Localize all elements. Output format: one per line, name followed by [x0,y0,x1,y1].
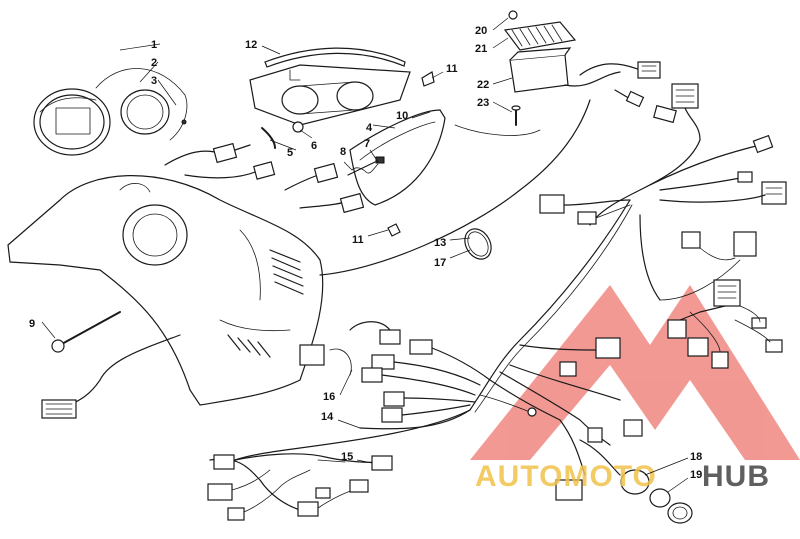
watermark-text-right: HUB [702,460,770,493]
lower-harness [207,453,393,521]
watermark-text-left: AUTOMOTO [475,460,657,493]
hood-cowl [7,175,324,406]
callout-11-top: 11 [446,63,458,75]
clip-part-11 [387,71,435,237]
callout-22: 22 [477,79,489,91]
callout-7: 7 [364,138,370,150]
callout-13: 13 [434,237,446,249]
main-cable [319,99,591,276]
callout-4: 4 [366,122,373,134]
callout-6: 6 [311,140,317,152]
right-connector-cluster [539,61,787,369]
callout-labels: 1 2 3 4 5 6 7 8 9 10 11 11 12 13 14 15 1… [29,17,702,493]
callout-15: 15 [341,451,353,463]
callout-17: 17 [434,257,446,269]
callout-21: 21 [475,43,487,55]
watermark-text: AUTOMOTO HUB [475,460,770,493]
headlight-connectors [164,121,385,214]
callout-19: 19 [690,469,702,481]
bolt-part-9 [51,311,121,353]
grommet-ring [464,228,492,260]
callout-1: 1 [151,39,157,51]
lower-right-parts [555,419,693,524]
callout-8: 8 [340,146,346,158]
callout-3: 3 [151,75,157,87]
center-harness-trunk [234,199,643,461]
headlight-housing [249,64,411,126]
callout-11-bottom: 11 [352,234,364,246]
middle-connectors [299,321,491,423]
gauge-assembly [33,68,188,156]
callout-14: 14 [321,411,334,423]
callout-23: 23 [477,97,489,109]
callout-16: 16 [323,391,335,403]
side-cover [349,109,446,206]
callout-10: 10 [396,110,408,122]
callout-20: 20 [475,25,487,37]
callout-2: 2 [151,57,157,69]
callout-5: 5 [287,147,293,159]
cowl-vent-louvers [227,249,304,358]
callout-18: 18 [690,451,702,463]
callout-9: 9 [29,318,35,330]
windshield-trim [264,47,406,68]
callout-12: 12 [245,39,257,51]
voltage-regulator [503,10,621,126]
harness-lower-left [41,334,181,419]
